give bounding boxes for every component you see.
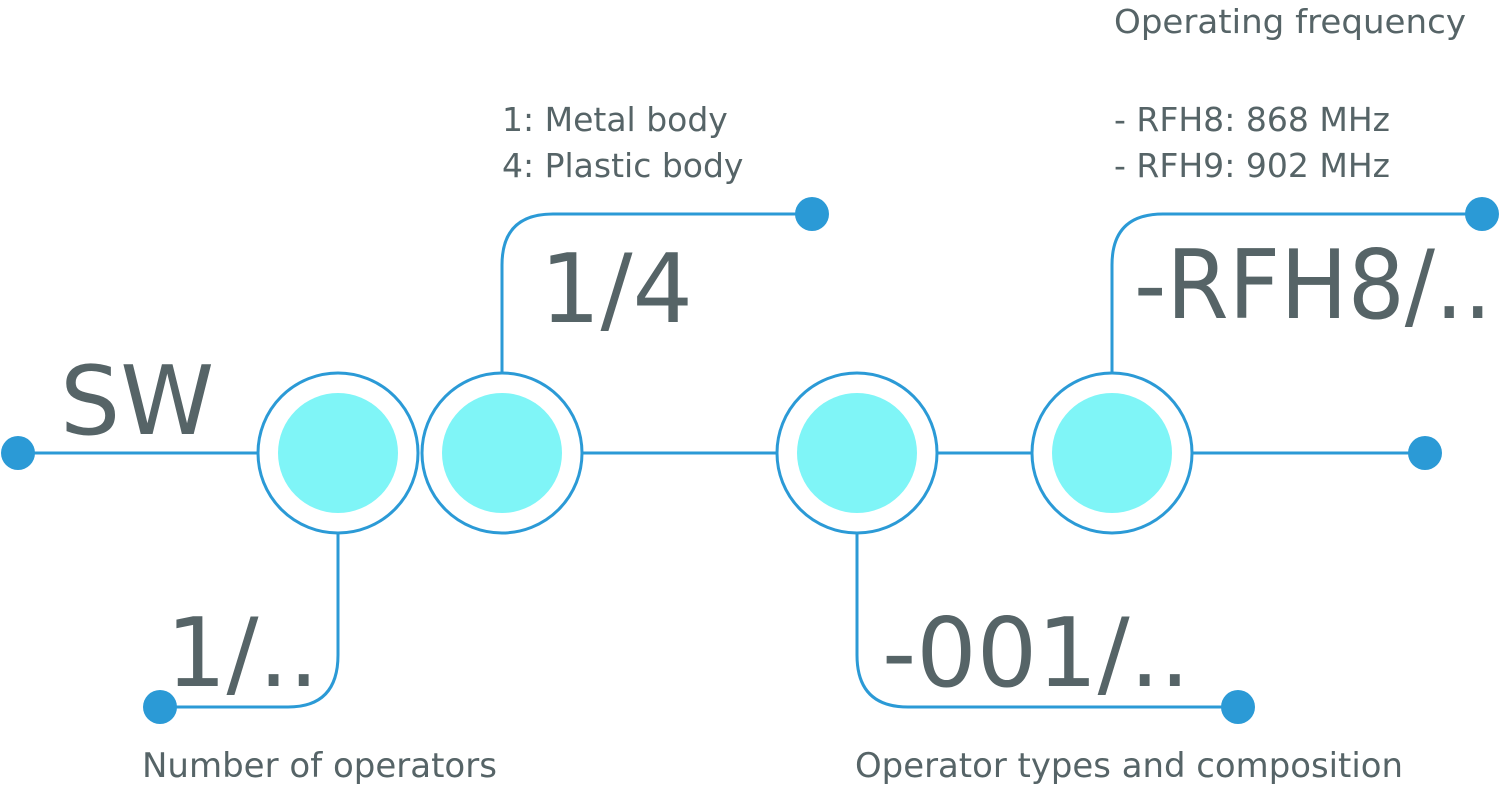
node-operators <box>256 371 420 535</box>
endpoint-body <box>795 197 829 231</box>
label-frequency-rfh8: - RFH8: 868 MHz <box>1114 100 1390 139</box>
label-body-option-4: 4: Plastic body <box>502 146 743 185</box>
code-composition: -001/.. <box>882 599 1190 709</box>
label-frequency-rfh9: - RFH9: 902 MHz <box>1114 146 1390 185</box>
leader-frequency <box>1110 212 1482 375</box>
label-composition: Operator types and composition <box>855 746 1403 786</box>
node-frequency <box>1030 371 1194 535</box>
node-operators-core <box>278 393 398 513</box>
code-frequency: -RFH8/.. <box>1134 231 1492 341</box>
endpoint-composition <box>1221 690 1255 724</box>
node-body <box>420 371 584 535</box>
label-frequency-title: Operating frequency <box>1114 2 1466 41</box>
node-frequency-core <box>1052 393 1172 513</box>
label-body-option-1: 1: Metal body <box>502 100 728 139</box>
leader-body <box>500 212 812 375</box>
leader-composition <box>855 532 1238 709</box>
code-body: 1/4 <box>540 235 693 345</box>
endpoint-main-start <box>1 436 35 470</box>
code-operators: 1/.. <box>166 599 319 709</box>
label-operators: Number of operators <box>142 746 497 786</box>
node-body-core <box>442 393 562 513</box>
endpoint-frequency <box>1465 197 1499 231</box>
leader-operators <box>160 532 340 709</box>
node-composition-core <box>797 393 917 513</box>
endpoint-operators <box>143 690 177 724</box>
node-composition <box>775 371 939 535</box>
endpoint-main-end <box>1408 436 1442 470</box>
code-prefix: SW <box>60 347 214 457</box>
